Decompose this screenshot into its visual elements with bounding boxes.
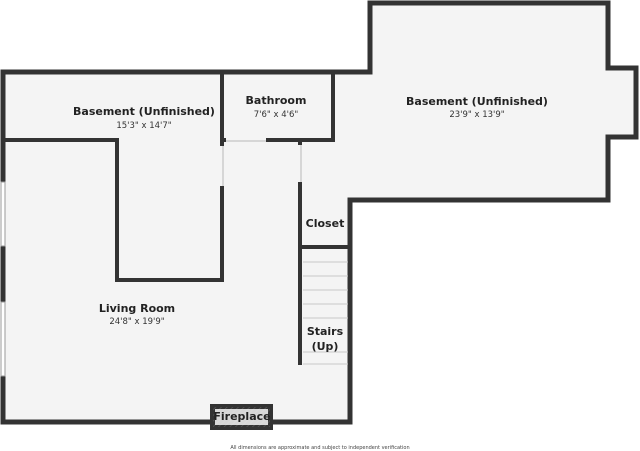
bathroom-name: Bathroom [246, 94, 307, 107]
basement-left-dims: 15'3" x 14'7" [116, 121, 171, 131]
main-floor-fill [3, 72, 333, 422]
bathroom-right-wall [300, 72, 335, 142]
basement-left-name: Basement (Unfinished) [73, 105, 215, 118]
stairs-label-line2: (Up) [312, 340, 339, 353]
stairs-treads [303, 261, 348, 365]
living-room-dims: 24'8" x 19'9" [109, 317, 164, 327]
fireplace-label: Fireplace [213, 410, 270, 423]
footer-disclaimer: All dimensions are approximate and subje… [230, 445, 409, 451]
outer-walls [0, 0, 639, 425]
basement-left-wall [3, 138, 224, 282]
basement-right-name: Basement (Unfinished) [406, 95, 548, 108]
room-labels: Basement (Unfinished) 15'3" x 14'7" Bath… [73, 94, 548, 423]
exterior-wall [0, 0, 639, 425]
windows [0, 181, 6, 377]
floor-fills [3, 3, 636, 422]
closet-name: Closet [306, 217, 345, 230]
fireplace-label-bg [215, 409, 268, 425]
stairs-label-line1: Stairs [307, 325, 344, 338]
window-upper [0, 181, 6, 247]
right-basement-fill [300, 3, 636, 200]
living-room-name: Living Room [99, 302, 175, 315]
lower-right-fill [300, 200, 350, 422]
doors [219, 137, 303, 186]
basement-right-dims: 23'9" x 13'9" [449, 110, 504, 120]
window-lower [0, 301, 6, 377]
bathroom-dims: 7'6" x 4'6" [254, 110, 299, 120]
fireplace [210, 404, 273, 430]
